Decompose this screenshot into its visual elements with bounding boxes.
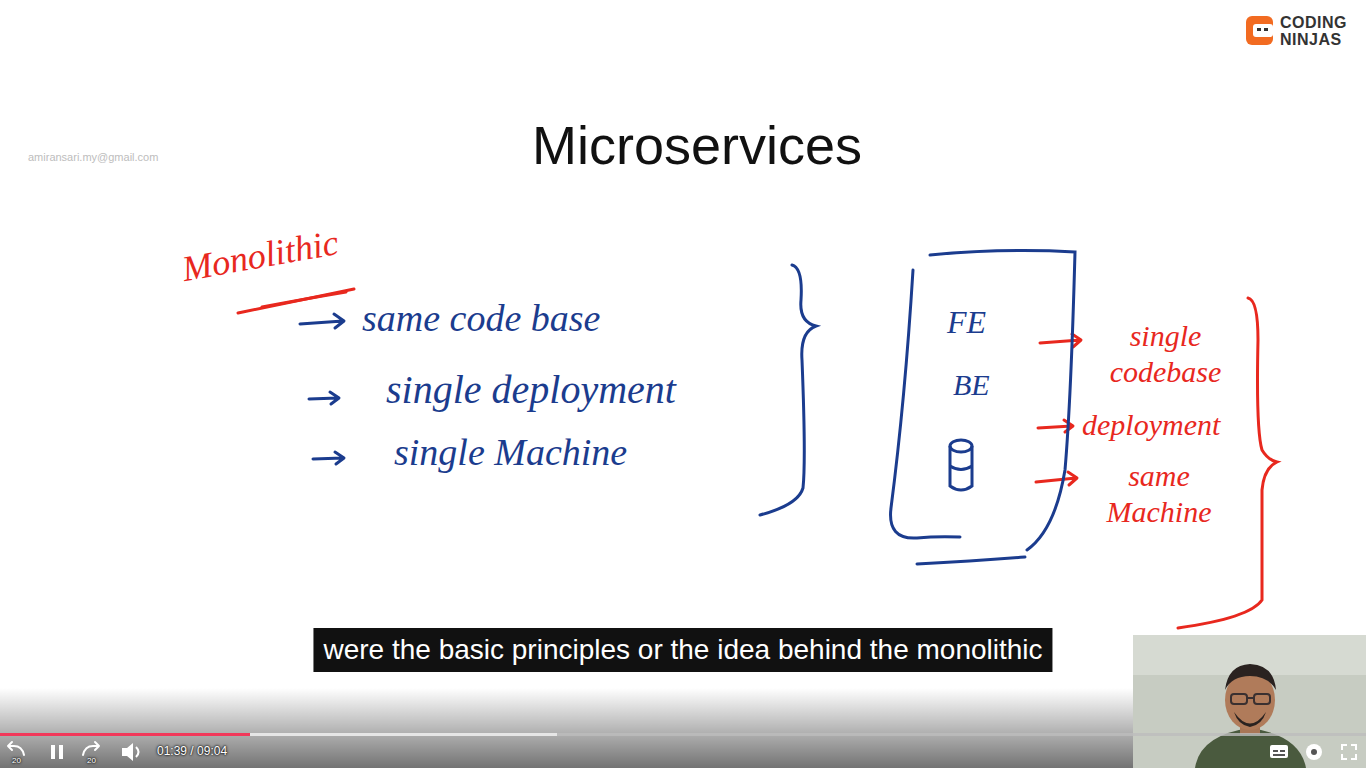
skip-seconds: 20 — [12, 757, 21, 766]
label-anchor: single Machine — [394, 432, 627, 474]
label-anchor: same code base — [362, 298, 600, 340]
system-box: FE BE — [885, 250, 1077, 568]
label-anchor: single codebase — [1088, 318, 1243, 390]
slide-title: Microservices — [532, 116, 862, 175]
label-anchor: 20 — [87, 757, 96, 766]
blue-arrows — [300, 314, 344, 464]
label-anchor: 01:39 / 09:04 — [157, 745, 227, 758]
box-outline — [885, 250, 1077, 568]
time-display: 01:39 / 09:04 — [157, 745, 227, 758]
subtitle-text: were the basic principles or the idea be… — [323, 628, 1042, 672]
title-anchor: Microservices — [532, 116, 862, 175]
label-anchor: deployment — [1082, 408, 1220, 441]
box-label: FE — [947, 305, 986, 340]
player-controls — [51, 743, 1357, 761]
logo-text: NINJAS — [1280, 31, 1342, 49]
label-anchor: 20 — [12, 757, 21, 766]
label-anchor: amiransari.my@gmail.com — [28, 151, 158, 163]
box-label: BE — [953, 368, 990, 401]
label-anchor: CODING — [1280, 14, 1347, 32]
watermark: amiransari.my@gmail.com — [28, 151, 158, 163]
webcam-thumbnail — [1133, 635, 1366, 768]
handwritten-note: same code base — [362, 298, 600, 340]
box-outline-path — [891, 251, 1075, 564]
label-anchor: same Machine — [1084, 458, 1234, 530]
logo-text: CODING — [1280, 14, 1347, 32]
red-arrows — [1036, 334, 1081, 485]
handwritten-note: single deployment — [386, 368, 676, 412]
progress-bar — [0, 733, 1366, 736]
curly-bracket — [760, 265, 816, 515]
logo-icon — [1246, 16, 1273, 45]
handwritten-note: deployment — [1082, 408, 1220, 441]
handwritten-note: same Machine — [1084, 458, 1234, 530]
label-anchor: single deployment — [386, 368, 676, 412]
label-anchor: NINJAS — [1280, 31, 1342, 49]
handwritten-heading: Monolithic — [179, 223, 341, 289]
underline — [238, 289, 354, 313]
database-icon — [950, 440, 972, 490]
skip-seconds: 20 — [87, 757, 96, 766]
handwritten-note: single Machine — [394, 432, 627, 474]
subtitle-band: were the basic principles or the idea be… — [313, 628, 1052, 672]
label-anchor: Monolithic — [179, 223, 341, 289]
handwritten-note: single codebase — [1088, 318, 1243, 390]
